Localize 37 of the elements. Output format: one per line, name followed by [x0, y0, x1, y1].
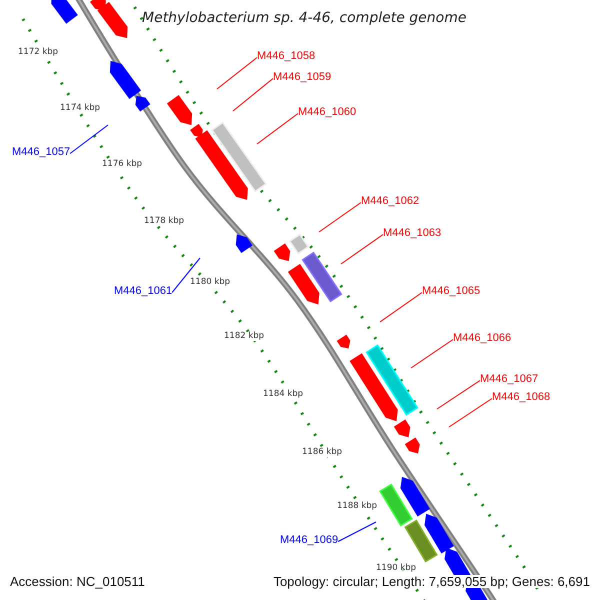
tick-label: 1190 kbp	[375, 564, 418, 572]
leader-line	[380, 292, 422, 322]
leader-line	[70, 124, 108, 154]
leader-line	[172, 258, 200, 293]
leader-line	[410, 339, 454, 368]
gene-label: M446_1068	[492, 392, 550, 403]
tick-label: 1174 kbp	[59, 104, 102, 112]
leader-line	[436, 380, 480, 410]
gene-label: M446_1057	[12, 147, 70, 158]
gene-label: M446_1066	[453, 333, 512, 344]
gene-label: M446_1065	[422, 286, 480, 297]
footer-text: Accession: NC_010511	[9, 575, 146, 588]
tick-label: 1186 kbp	[301, 448, 344, 456]
footer-text: Topology: circular; Length: 7,659,055 bp; Genes: 6,691	[272, 575, 591, 588]
tick-label: 1184 kbp	[262, 390, 304, 398]
leader-line	[318, 202, 362, 232]
leader-line	[448, 398, 492, 428]
tick-label: 1176 kbp	[101, 160, 144, 168]
tick-label: 1182 kbp	[223, 332, 266, 340]
gene-label: M446_1061	[114, 286, 172, 297]
gene-label: M446_1058	[257, 51, 316, 62]
title: Methylobacterium sp. 4-46, complete genome	[142, 11, 466, 25]
leader-line	[232, 78, 274, 112]
gene-label: M446_1059	[273, 72, 332, 83]
leader-line	[340, 234, 384, 264]
gene-label: M446_1069	[280, 535, 338, 546]
leader-line	[216, 57, 258, 90]
gene-label: M446_1063	[383, 228, 442, 239]
gene-label: M446_1067	[480, 374, 538, 385]
leader-line	[338, 522, 376, 542]
gene-label: M446_1060	[298, 107, 356, 118]
tick-label: 1178 kbp	[143, 217, 186, 226]
tick-label: 1172 kbp	[17, 48, 60, 56]
leader-line	[256, 113, 298, 144]
gene-label: M446_1062	[361, 196, 420, 207]
tick-label: 1188 kbp	[336, 502, 378, 510]
tick-label: 1180 kbp	[189, 278, 232, 286]
